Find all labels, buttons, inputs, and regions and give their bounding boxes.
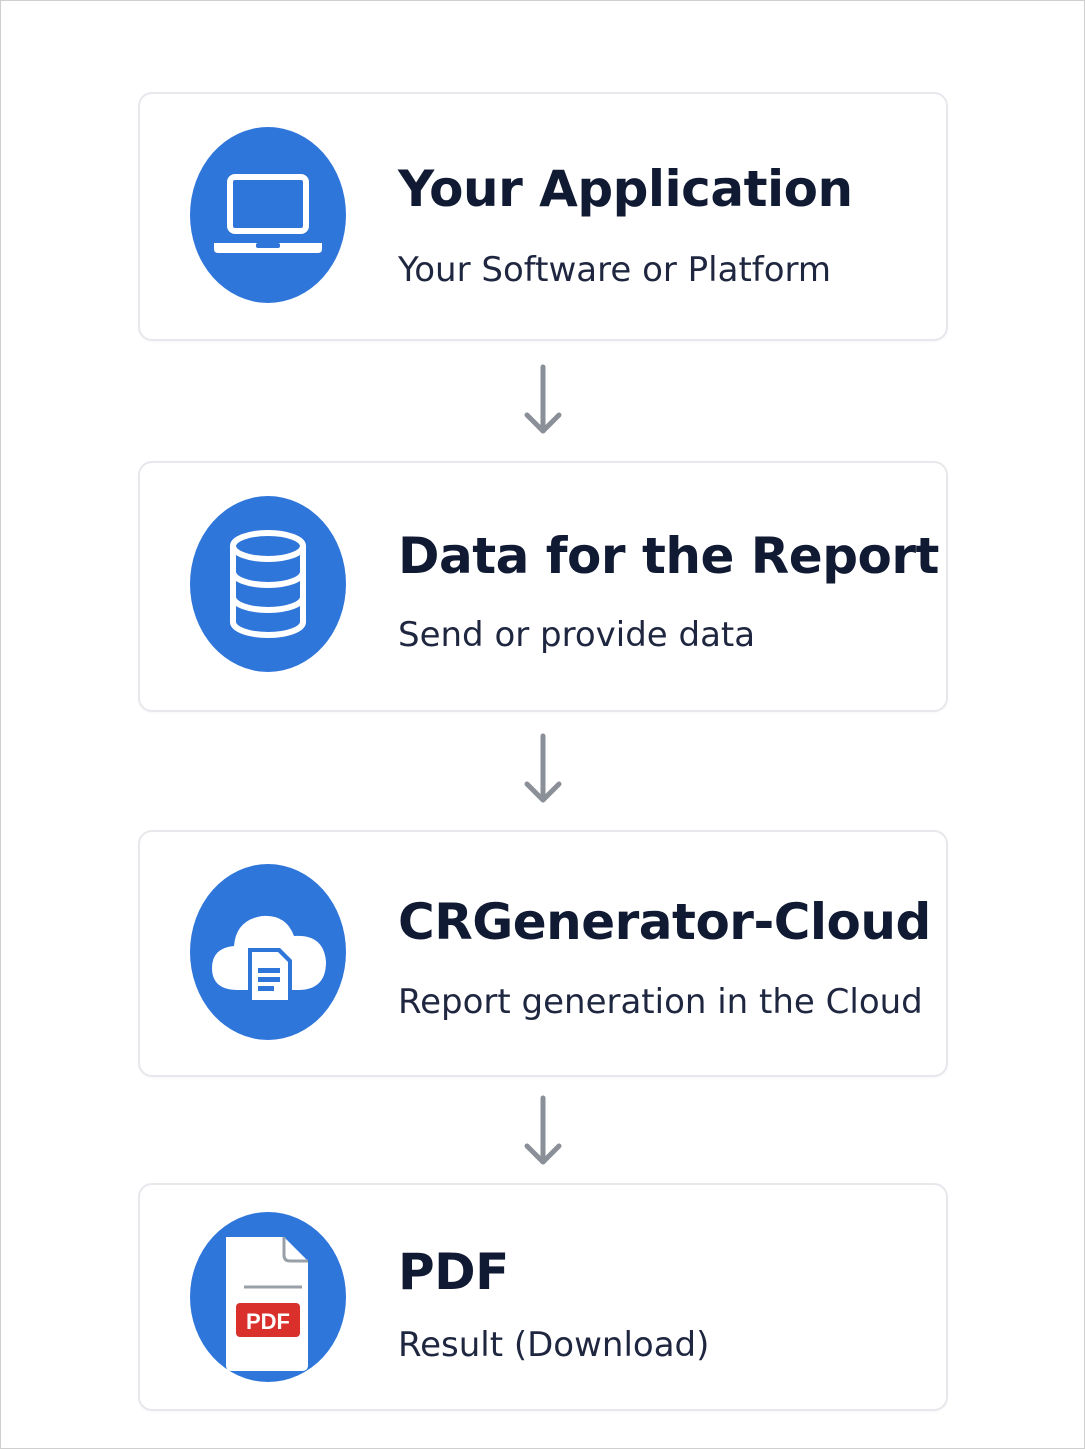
- step-card-cloud: CRGenerator-Cloud Report generation in t…: [138, 830, 948, 1077]
- step-title: PDF: [398, 1243, 509, 1301]
- arrow-down-icon: [524, 733, 562, 803]
- step-card-application: Your Application Your Software or Platfo…: [138, 92, 948, 341]
- step-subtitle: Result (Download): [398, 1325, 710, 1365]
- cloud-document-icon: [190, 864, 346, 1040]
- step-title: Your Application: [398, 160, 853, 218]
- arrow-down-icon: [524, 364, 562, 434]
- step-subtitle: Your Software or Platform: [398, 250, 832, 290]
- step-subtitle: Send or provide data: [398, 615, 756, 655]
- step-title: Data for the Report: [398, 527, 939, 585]
- laptop-icon: [190, 127, 346, 303]
- step-subtitle: Report generation in the Cloud: [398, 982, 923, 1022]
- arrow-down-icon: [524, 1095, 562, 1165]
- step-card-data: Data for the Report Send or provide data: [138, 461, 948, 712]
- database-icon: [190, 496, 346, 672]
- pdf-file-icon: PDF: [190, 1212, 346, 1382]
- step-card-pdf: PDF PDF Result (Download): [138, 1183, 948, 1411]
- pdf-badge: PDF: [246, 1309, 290, 1334]
- step-title: CRGenerator-Cloud: [398, 893, 931, 951]
